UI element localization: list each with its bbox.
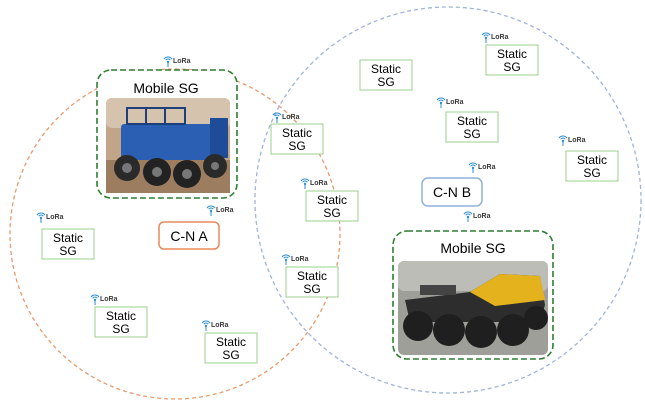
- lora-antenna-icon: [300, 178, 310, 190]
- static-sg-line1: Static: [497, 47, 527, 61]
- lora-antenna-icon: [468, 162, 478, 174]
- lora-marker: LoRa: [300, 178, 328, 190]
- static-sg-line1: Static: [53, 231, 83, 245]
- lora-label: LoRa: [216, 207, 234, 214]
- lora-label: LoRa: [46, 214, 64, 221]
- lora-label: LoRa: [473, 213, 491, 220]
- mobile-sg-a: Mobile SG: [96, 69, 238, 199]
- static-sg-line2: SG: [377, 75, 394, 89]
- mobile-sg-b-label: Mobile SG: [440, 240, 505, 256]
- lora-marker: LoRa: [468, 162, 496, 174]
- static-sg-line2: SG: [503, 60, 520, 74]
- lora-antenna-icon: [481, 32, 491, 44]
- robot-a-image: [106, 98, 230, 193]
- lora-label: LoRa: [568, 137, 586, 144]
- lora-label: LoRa: [446, 99, 464, 106]
- central-node-a: C-N A: [158, 221, 220, 250]
- lora-antenna-icon: [36, 212, 46, 224]
- mobile-sg-b: Mobile SG: [392, 230, 554, 360]
- lora-label: LoRa: [173, 58, 191, 65]
- lora-antenna-icon: [206, 205, 216, 217]
- lora-marker: LoRa: [481, 32, 509, 44]
- lora-marker: LoRa: [558, 135, 586, 147]
- lora-marker: LoRa: [36, 212, 64, 224]
- robot-b-image: [398, 261, 548, 355]
- static-sg-line2: SG: [288, 139, 305, 153]
- lora-label: LoRa: [282, 114, 300, 121]
- zone-b-circle: [254, 6, 642, 394]
- lora-marker: LoRa: [206, 205, 234, 217]
- static-sg-line2: SG: [323, 206, 340, 220]
- static-sg-box: Static SG: [359, 59, 413, 91]
- central-node-b: C-N B: [421, 177, 483, 207]
- static-sg-box: Static SG: [285, 266, 339, 298]
- lora-label: LoRa: [491, 34, 509, 41]
- lora-antenna-icon: [436, 97, 446, 109]
- lora-antenna-icon: [281, 254, 291, 266]
- static-sg-line1: Static: [297, 269, 327, 283]
- static-sg-box: Static SG: [41, 228, 95, 260]
- lora-label: LoRa: [291, 256, 309, 263]
- static-sg-line1: Static: [577, 153, 607, 167]
- central-node-a-label: C-N A: [170, 228, 208, 244]
- static-sg-box: Static SG: [445, 111, 499, 143]
- static-sg-line1: Static: [106, 309, 136, 323]
- lora-antenna-icon: [463, 211, 473, 223]
- lora-label: LoRa: [211, 322, 229, 329]
- lora-marker: LoRa: [272, 112, 300, 124]
- lora-marker: LoRa: [463, 211, 491, 223]
- static-sg-box: Static SG: [565, 150, 619, 182]
- static-sg-line2: SG: [222, 348, 239, 362]
- static-sg-line1: Static: [317, 193, 347, 207]
- static-sg-box: Static SG: [270, 123, 324, 155]
- static-sg-box: Static SG: [94, 306, 148, 338]
- static-sg-line2: SG: [112, 322, 129, 336]
- lora-marker: LoRa: [163, 56, 191, 68]
- static-sg-line2: SG: [59, 244, 76, 258]
- mobile-sg-a-label: Mobile SG: [133, 80, 198, 96]
- lora-marker: LoRa: [90, 294, 118, 306]
- lora-marker: LoRa: [201, 320, 229, 332]
- lora-antenna-icon: [163, 56, 173, 68]
- lora-label: LoRa: [100, 296, 118, 303]
- static-sg-line2: SG: [303, 282, 320, 296]
- lora-label: LoRa: [310, 180, 328, 187]
- lora-antenna-icon: [201, 320, 211, 332]
- lora-label: LoRa: [478, 164, 496, 171]
- lora-antenna-icon: [558, 135, 568, 147]
- lora-marker: LoRa: [281, 254, 309, 266]
- static-sg-line1: Static: [216, 335, 246, 349]
- static-sg-box: Static SG: [485, 44, 539, 76]
- static-sg-line2: SG: [463, 127, 480, 141]
- static-sg-line1: Static: [457, 114, 487, 128]
- static-sg-box: Static SG: [204, 332, 258, 364]
- zone-a-circle: [9, 68, 341, 400]
- static-sg-line1: Static: [282, 126, 312, 140]
- lora-marker: LoRa: [436, 97, 464, 109]
- central-node-b-label: C-N B: [433, 184, 471, 200]
- static-sg-line1: Static: [371, 62, 401, 76]
- static-sg-line2: SG: [583, 166, 600, 180]
- static-sg-box: Static SG: [305, 190, 359, 222]
- lora-antenna-icon: [272, 112, 282, 124]
- lora-antenna-icon: [90, 294, 100, 306]
